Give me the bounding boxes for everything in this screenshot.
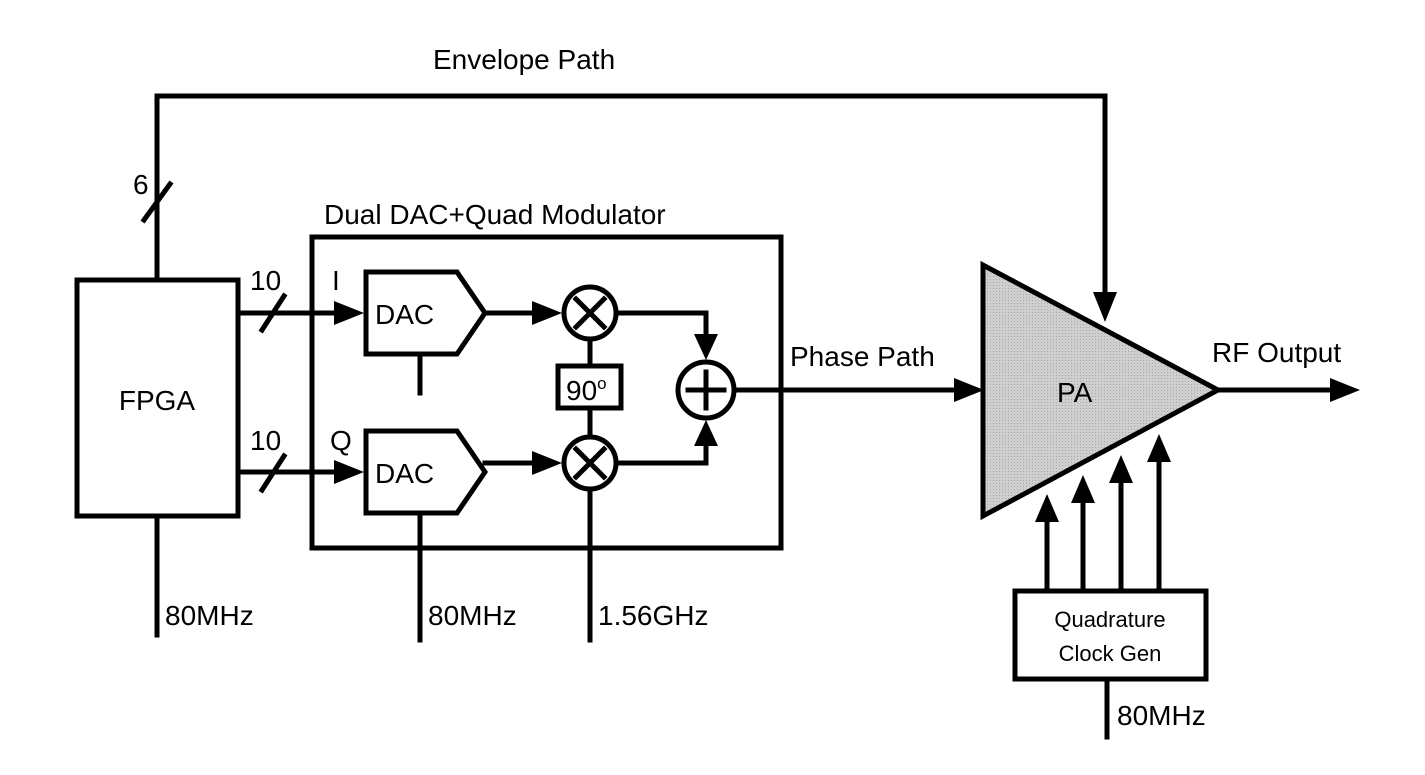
i-channel-label: I — [332, 265, 340, 296]
rf-output-wire — [1215, 378, 1360, 402]
phase-path-wire — [731, 378, 984, 402]
dac-q-block — [363, 428, 489, 516]
mixer-i-icon — [561, 284, 619, 342]
rf-output-label: RF Output — [1212, 337, 1341, 368]
mixer-q-to-summer-wire — [613, 420, 718, 466]
q-data-wire — [235, 460, 364, 484]
mixer-i-to-summer-wire — [613, 310, 718, 360]
phase-shifter-label: 90o — [566, 374, 607, 406]
fpga-block — [74, 277, 241, 519]
dac-i-to-mixer-wire — [482, 301, 562, 325]
clock-gen-label-line1: Quadrature — [1054, 607, 1165, 632]
clock-gen-clock-label: 80MHz — [1117, 700, 1206, 731]
q-bus-slash — [258, 452, 288, 494]
i-bus-slash — [258, 292, 288, 334]
i-bit-width: 10 — [250, 265, 281, 296]
clock-gen-label-line2: Clock Gen — [1059, 641, 1162, 666]
phase-shift-unit: o — [597, 374, 606, 393]
dac-clock-label: 80MHz — [428, 600, 517, 631]
q-channel-label: Q — [330, 425, 352, 456]
dac-i-block — [363, 269, 489, 357]
clock-phase-arrow-4 — [1147, 434, 1171, 594]
pa-label: PA — [1057, 377, 1093, 408]
phase-shifter-block — [555, 363, 624, 411]
lo-clock-label: 1.56GHz — [598, 600, 709, 631]
envelope-path-wire — [154, 93, 1117, 322]
envelope-path-label: Envelope Path — [433, 44, 615, 75]
dac-q-label: DAC — [375, 458, 434, 489]
dac-i-label: DAC — [375, 299, 434, 330]
fpga-clock-label: 80MHz — [165, 600, 254, 631]
envelope-bus-slash — [140, 180, 174, 224]
power-amplifier-block — [980, 260, 1224, 521]
q-bit-width: 10 — [250, 425, 281, 456]
dac-q-to-mixer-wire — [482, 451, 562, 475]
clock-gen-block — [1012, 588, 1209, 682]
clock-phase-arrow-3 — [1109, 455, 1133, 594]
summer-icon — [675, 359, 737, 421]
phase-path-label: Phase Path — [790, 341, 935, 372]
modulator-title: Dual DAC+Quad Modulator — [324, 199, 666, 230]
clock-phase-arrow-1 — [1035, 494, 1059, 594]
mixer-q-icon — [561, 434, 619, 492]
clock-phase-arrow-2 — [1071, 475, 1095, 594]
fpga-label: FPGA — [119, 385, 196, 416]
i-data-wire — [235, 301, 364, 325]
envelope-bit-width: 6 — [133, 169, 149, 200]
phase-shift-value: 90 — [566, 375, 597, 406]
